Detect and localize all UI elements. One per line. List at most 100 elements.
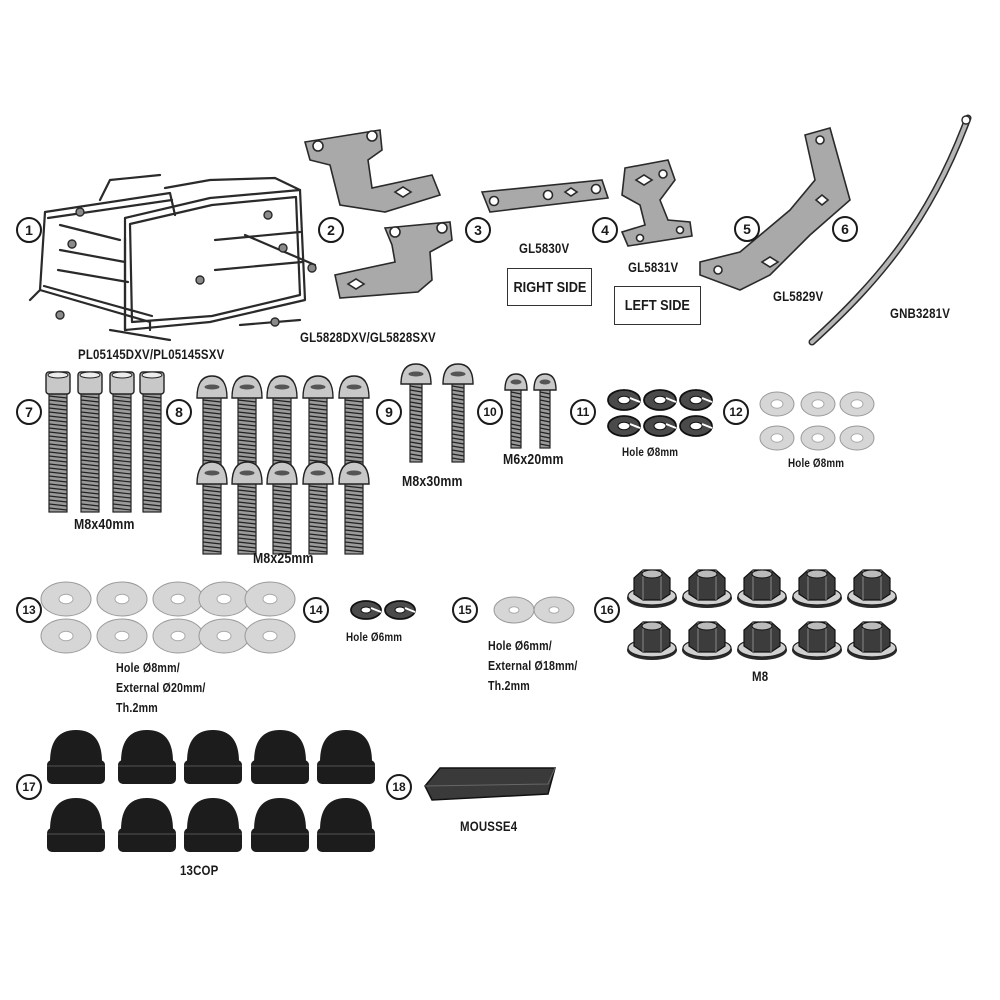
bolt-m8x40-3 <box>109 371 135 513</box>
callout-3: 3 <box>465 217 491 243</box>
washer-20mm-bottom-2 <box>96 618 148 654</box>
label-washer18-line3: Th.2mm <box>488 678 530 693</box>
cap-13cop-bottom-5 <box>317 798 375 852</box>
bolts-m8x25 <box>196 375 370 555</box>
callout-12: 12 <box>723 399 749 425</box>
cap-13cop-bottom-4 <box>251 798 309 852</box>
washer-20mm-bottom-1 <box>40 618 92 654</box>
label-washer20-line2: External Ø20mm/ <box>116 680 206 695</box>
bolt-m6x20-1 <box>504 373 528 449</box>
label-mousse4: MOUSSE4 <box>460 818 518 834</box>
label-washer20-line3: Th.2mm <box>116 700 158 715</box>
callout-11: 11 <box>570 399 596 425</box>
label-washer20-line1: Hole Ø8mm/ <box>116 660 180 675</box>
cap-13cop-bottom-2 <box>118 798 176 852</box>
cap-13cop-bottom-3 <box>184 798 242 852</box>
washer-18mm-1 <box>493 596 535 624</box>
washer-20mm-top-3 <box>152 581 204 617</box>
spring-washer-6mm-2 <box>384 600 416 620</box>
bolt-m8x25-bottom-4 <box>302 461 334 555</box>
callout-5: 5 <box>734 216 760 242</box>
washer-20mm-top-4 <box>198 581 250 617</box>
bracket-gl5828-upper <box>303 129 442 213</box>
washer-20mm-top-1 <box>40 581 92 617</box>
spring-washer-8mm-6 <box>679 415 713 437</box>
bolt-m8x25-bottom-5 <box>338 461 370 555</box>
right-side-box: RIGHT SIDE <box>507 268 592 306</box>
callout-15: 15 <box>452 597 478 623</box>
washer-20mm-top-2 <box>96 581 148 617</box>
callout-6: 6 <box>832 216 858 242</box>
label-m8: M8 <box>752 668 769 684</box>
right-side-text: RIGHT SIDE <box>513 278 586 296</box>
label-gl5830: GL5830V <box>519 240 570 256</box>
bolt-m8x25-top-3 <box>266 375 298 467</box>
cap-13cop-bottom-1 <box>47 798 105 852</box>
flat-washer-8mm-1 <box>759 391 795 417</box>
spring-washer-6mm-1 <box>350 600 382 620</box>
label-gl5831: GL5831V <box>628 259 679 275</box>
callout-4: 4 <box>592 217 618 243</box>
nuts-m8 <box>627 569 897 660</box>
callout-10: 10 <box>477 399 503 425</box>
bolt-m8x25-bottom-3 <box>266 461 298 555</box>
label-hole8-a: Hole Ø8mm <box>622 445 679 459</box>
washer-20mm-bottom-3 <box>152 618 204 654</box>
label-washer18-line1: Hole Ø6mm/ <box>488 638 552 653</box>
callout-1: 1 <box>16 217 42 243</box>
washer-18mm-2 <box>533 596 575 624</box>
nut-m8-top-5 <box>847 569 897 608</box>
bolt-m8x25-bottom-2 <box>231 461 263 555</box>
flat-washer-8mm-5 <box>800 425 836 451</box>
nut-m8-bottom-3 <box>737 621 787 660</box>
bolt-m8x30-2 <box>442 363 474 463</box>
spring-washer-8mm-1 <box>607 389 641 411</box>
nut-m8-bottom-2 <box>682 621 732 660</box>
washer-20mm-bottom-4 <box>198 618 250 654</box>
flat-washer-8mm-4 <box>759 425 795 451</box>
spring-washer-8mm-5 <box>643 415 677 437</box>
pannier-frame-bolts <box>55 207 317 327</box>
bolts-m8x30 <box>400 363 474 463</box>
cap-13cop-top-4 <box>251 730 309 784</box>
bracket-gl5831 <box>620 159 693 247</box>
nut-m8-top-4 <box>792 569 842 608</box>
bolt-m8x25-top-4 <box>302 375 334 467</box>
spring-washer-8mm-4 <box>607 415 641 437</box>
nut-m8-bottom-1 <box>627 621 677 660</box>
callout-2: 2 <box>318 217 344 243</box>
spring-washers-8mm <box>607 389 713 437</box>
flat-washer-8mm-6 <box>839 425 875 451</box>
caps-13cop <box>47 730 375 852</box>
pannier-frame-drawing <box>28 173 317 342</box>
cap-13cop-top-5 <box>317 730 375 784</box>
washer-20mm-top-5 <box>244 581 296 617</box>
label-gl5829: GL5829V <box>773 288 824 304</box>
callout-8: 8 <box>166 399 192 425</box>
washer-20mm-bottom-5 <box>244 618 296 654</box>
cap-13cop-top-3 <box>184 730 242 784</box>
bolt-m8x25-top-1 <box>196 375 228 467</box>
callout-13: 13 <box>16 597 42 623</box>
label-hole6: Hole Ø6mm <box>346 630 403 644</box>
callout-14: 14 <box>303 597 329 623</box>
bracket-gl5829 <box>699 127 851 291</box>
nut-m8-top-1 <box>627 569 677 608</box>
bolt-m8x40-4 <box>139 371 165 513</box>
label-pl05145: PL05145DXV/PL05145SXV <box>78 346 225 362</box>
washers-18mm <box>493 596 575 624</box>
label-m8x30: M8x30mm <box>402 473 463 490</box>
nut-m8-top-2 <box>682 569 732 608</box>
bolt-m8x40-1 <box>45 371 71 513</box>
label-m8x40: M8x40mm <box>74 516 135 533</box>
callout-9: 9 <box>376 399 402 425</box>
bolt-m6x20-2 <box>533 373 557 449</box>
label-hole8-b: Hole Ø8mm <box>788 456 845 470</box>
nut-m8-bottom-4 <box>792 621 842 660</box>
bolts-m6x20 <box>504 373 557 449</box>
spring-washers-6mm <box>350 600 416 620</box>
flat-washer-8mm-2 <box>800 391 836 417</box>
plate-gl5830 <box>480 179 610 213</box>
bolt-m8x30-1 <box>400 363 432 463</box>
label-m6x20: M6x20mm <box>503 451 564 468</box>
